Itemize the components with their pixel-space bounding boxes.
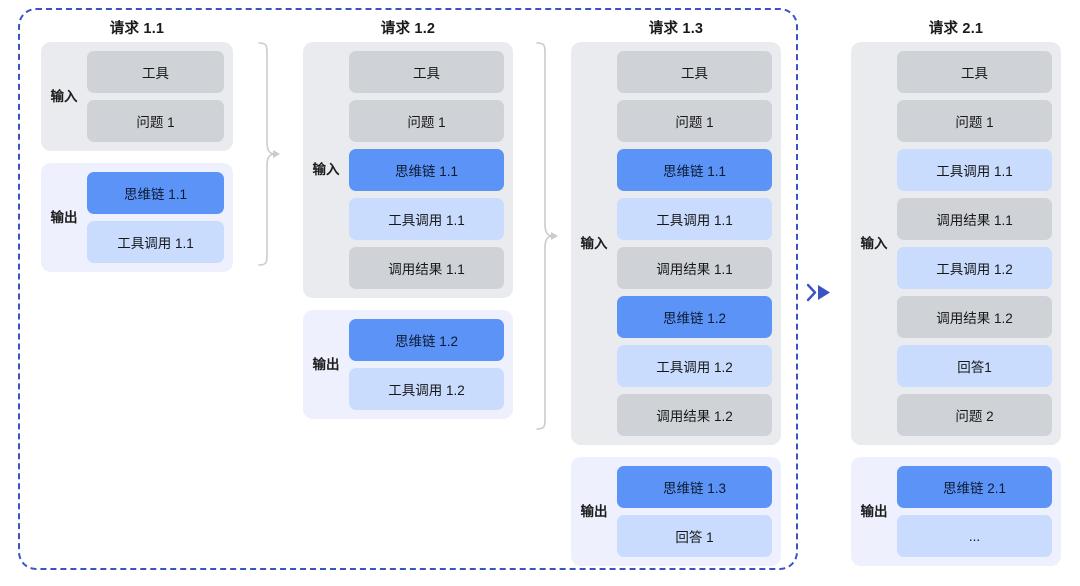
group-label-input: 输入: [312, 162, 340, 177]
chip-answer-1[interactable]: 回答 1: [617, 515, 772, 557]
group-label-input: 输入: [860, 235, 888, 251]
group-label-output: 输出: [50, 209, 78, 225]
chip-tool-result-1-2[interactable]: 调用结果 1.2: [617, 394, 772, 436]
group-label-output: 输出: [312, 356, 340, 372]
session-transition-arrow-icon: [806, 281, 836, 305]
chip-tool-call-1-1[interactable]: 工具调用 1.1: [897, 149, 1052, 191]
chip-tool-result-1-1[interactable]: 调用结果 1.1: [349, 247, 504, 289]
chip-cot-1-1[interactable]: 思维链 1.1: [617, 149, 772, 191]
group-output: 输出 思维链 1.1 工具调用 1.1: [41, 163, 233, 272]
chip-question-1[interactable]: 问题 1: [617, 100, 772, 142]
connector-bracket-2-to-3: [536, 42, 560, 430]
group-label-output: 输出: [860, 503, 888, 519]
chip-cot-2-1[interactable]: 思维链 2.1: [897, 466, 1052, 508]
group-items: 工具 问题 1 工具调用 1.1 调用结果 1.1 工具调用 1.2 调用结果 …: [897, 42, 1061, 445]
chip-tool-result-1-1[interactable]: 调用结果 1.1: [897, 198, 1052, 240]
chip-tool-call-1-2[interactable]: 工具调用 1.2: [617, 345, 772, 387]
chip-tool[interactable]: 工具: [349, 51, 504, 93]
group-output: 输出 思维链 2.1 ...: [851, 457, 1061, 566]
chip-cot-1-1[interactable]: 思维链 1.1: [349, 149, 504, 191]
chip-question-1[interactable]: 问题 1: [349, 100, 504, 142]
chip-tool-result-1-1[interactable]: 调用结果 1.1: [617, 247, 772, 289]
group-input: 输入 工具 问题 1 工具调用 1.1 调用结果 1.1 工具调用 1.2 调用…: [851, 42, 1061, 445]
chip-question-2[interactable]: 问题 2: [897, 394, 1052, 436]
chip-tool-call-1-1[interactable]: 工具调用 1.1: [349, 198, 504, 240]
group-label-input: 输入: [580, 235, 608, 251]
group-input: 输入 工具 问题 1 思维链 1.1 工具调用 1.1 调用结果 1.1: [303, 42, 513, 298]
group-items: 思维链 2.1 ...: [897, 457, 1061, 566]
chip-answer-1[interactable]: 回答1: [897, 345, 1052, 387]
chip-tool-call-1-1[interactable]: 工具调用 1.1: [87, 221, 224, 263]
chip-cot-1-2[interactable]: 思维链 1.2: [617, 296, 772, 338]
column-title: 请求 1.1: [109, 21, 165, 37]
group-items: 思维链 1.3 回答 1: [617, 457, 781, 566]
group-items: 工具 问题 1 思维链 1.1 工具调用 1.1 调用结果 1.1: [349, 42, 513, 298]
chip-cot-1-1[interactable]: 思维链 1.1: [87, 172, 224, 214]
group-input: 输入 工具 问题 1: [41, 42, 233, 151]
group-label-output: 输出: [580, 503, 608, 519]
chip-question-1[interactable]: 问题 1: [87, 100, 224, 142]
group-output: 输出 思维链 1.2 工具调用 1.2: [303, 310, 513, 419]
group-items: 思维链 1.1 工具调用 1.1: [87, 163, 233, 272]
chip-tool-call-1-1[interactable]: 工具调用 1.1: [617, 198, 772, 240]
group-items: 工具 问题 1 思维链 1.1 工具调用 1.1 调用结果 1.1 思维链 1.…: [617, 42, 781, 445]
column-title: 请求 1.3: [648, 21, 704, 37]
connector-bracket-1-to-2: [258, 42, 282, 266]
group-items: 工具 问题 1: [87, 42, 233, 151]
column-title: 请求 2.1: [928, 21, 984, 37]
group-input: 输入 工具 问题 1 思维链 1.1 工具调用 1.1 调用结果 1.1 思维链…: [571, 42, 781, 445]
group-label-input: 输入: [50, 88, 78, 104]
chip-cot-1-3[interactable]: 思维链 1.3: [617, 466, 772, 508]
chip-cot-1-2[interactable]: 思维链 1.2: [349, 319, 504, 361]
chip-tool[interactable]: 工具: [87, 51, 224, 93]
chip-tool-call-1-2[interactable]: 工具调用 1.2: [349, 368, 504, 410]
chip-ellipsis[interactable]: ...: [897, 515, 1052, 557]
chip-tool-call-1-2[interactable]: 工具调用 1.2: [897, 247, 1052, 289]
chip-tool[interactable]: 工具: [617, 51, 772, 93]
column-title: 请求 1.2: [380, 21, 436, 37]
chip-tool[interactable]: 工具: [897, 51, 1052, 93]
group-output: 输出 思维链 1.3 回答 1: [571, 457, 781, 566]
group-items: 思维链 1.2 工具调用 1.2: [349, 310, 513, 419]
chip-tool-result-1-2[interactable]: 调用结果 1.2: [897, 296, 1052, 338]
chip-question-1[interactable]: 问题 1: [897, 100, 1052, 142]
